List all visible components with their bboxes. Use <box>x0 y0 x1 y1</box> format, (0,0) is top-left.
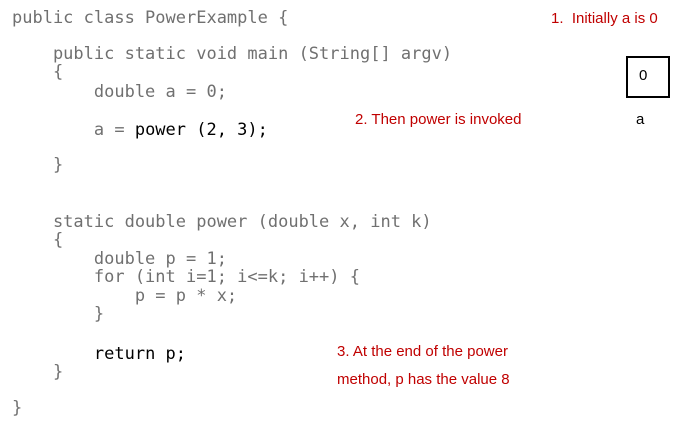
code-line-power-decl: static double power (double x, int k) <box>12 212 432 232</box>
annotation-step1: 1. Initially a is 0 <box>551 10 658 27</box>
variable-a-label: a <box>636 111 645 128</box>
code-return-indent <box>12 344 94 364</box>
code-line-double-a: double a = 0; <box>12 82 227 102</box>
code-return: return p; <box>93 344 187 364</box>
annotation-step3-line1: 3. At the end of the power <box>337 343 508 360</box>
code-line-for: for (int i=1; i<=k; i++) { <box>12 267 360 287</box>
annotation-step3-line2: method, p has the value 8 <box>337 371 510 388</box>
code-line-return: return p; <box>12 344 186 364</box>
variable-a-box: 0 <box>626 56 670 98</box>
code-line-multiply: p = p * x; <box>12 286 238 306</box>
code-power-call: power (2, 3); <box>134 120 268 140</box>
code-line-for-close: } <box>12 304 105 324</box>
code-line-main-decl: public static void main (String[] argv) <box>12 44 453 64</box>
code-line-assign: a = power (2, 3); <box>12 120 268 140</box>
code-line-main-close: } <box>12 155 64 175</box>
variable-a-value: 0 <box>639 67 648 84</box>
code-line-double-p: double p = 1; <box>12 249 227 269</box>
code-line-power-close: } <box>12 362 64 382</box>
code-line-class-close: } <box>12 398 23 418</box>
code-line-class-decl: public class PowerExample { <box>12 8 289 28</box>
annotation-step2: 2. Then power is invoked <box>355 111 522 128</box>
code-line-power-open: { <box>12 230 64 250</box>
code-assign-prefix: a = <box>12 120 135 140</box>
code-line-main-open: { <box>12 62 64 82</box>
